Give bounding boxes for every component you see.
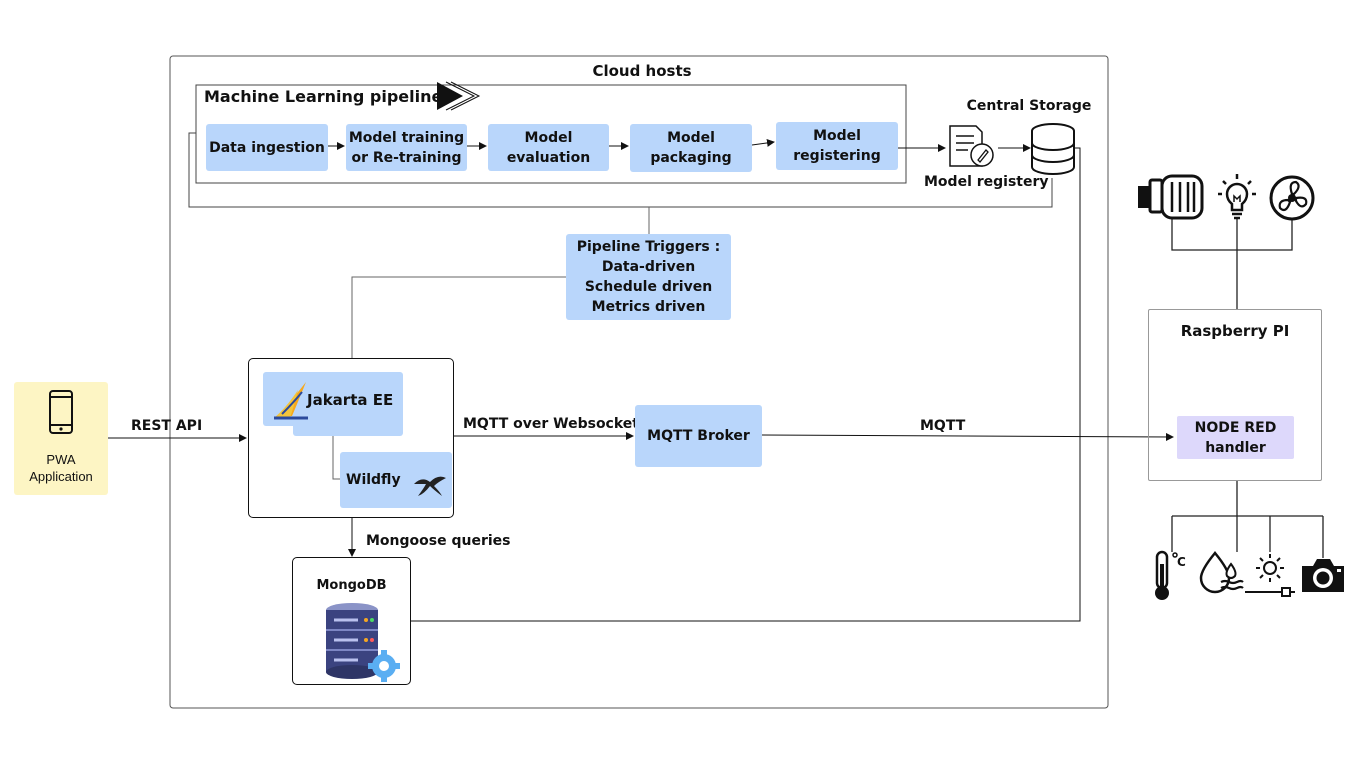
raspberry-pi-title: Raspberry PI <box>1180 322 1290 340</box>
ml-pipeline-frame <box>195 84 907 184</box>
step-label: Model packaging <box>650 130 732 166</box>
trigger-metrics-driven: Metrics driven <box>591 299 706 315</box>
triggers-heading: Pipeline Triggers : <box>576 239 721 255</box>
camera-icon <box>1302 559 1344 592</box>
wildfly-icon <box>414 476 446 496</box>
mongodb-label: MongoDB <box>316 578 387 593</box>
pipeline-triggers-box: Pipeline Triggers : Data-driven Schedule… <box>566 234 731 320</box>
actuator-bus <box>1171 218 1293 309</box>
step-model-evaluation: Model evaluation <box>488 124 609 171</box>
ml-pipeline-title: Machine Learning pipeline <box>204 87 443 106</box>
light-bulb-icon <box>1218 174 1256 220</box>
light-sensor-icon <box>1245 554 1295 597</box>
model-registry-icon <box>949 125 994 167</box>
model-registry-label: Model registery <box>924 174 1049 190</box>
pwa-application-box <box>14 382 108 495</box>
mqtt-broker-box: MQTT Broker <box>635 405 762 467</box>
mqtt-broker-label: MQTT Broker <box>647 428 750 444</box>
step-model-packaging: Model packaging <box>630 124 752 172</box>
node-red-handler-box: NODE RED handler <box>1177 416 1294 459</box>
backend-container <box>248 358 454 518</box>
mqtt-label: MQTT <box>920 418 966 434</box>
cloud-hosts-title: Cloud hosts <box>592 62 692 80</box>
smartphone-icon <box>49 390 73 434</box>
step-label: Model evaluation <box>506 129 591 166</box>
pump-motor-icon <box>1138 174 1204 220</box>
raspberry-pi-box <box>1148 309 1322 481</box>
pipeline-chevrons-icon <box>437 81 481 111</box>
sensor-bus <box>1171 481 1324 558</box>
mongodb-server-icon <box>326 603 400 682</box>
step-model-training: Model training or Re-training <box>346 124 467 171</box>
humidity-icon <box>1199 551 1244 594</box>
svg-text:C: C <box>1177 555 1186 569</box>
database-storage-icon <box>1031 123 1075 175</box>
jakarta-sail-icon <box>274 382 308 420</box>
step-data-ingestion: Data ingestion <box>206 124 328 171</box>
jakarta-ee-box <box>293 372 403 436</box>
thermometer-celsius-icon: C <box>1155 550 1186 600</box>
step-model-registering: Model registering <box>776 122 898 170</box>
trigger-data-driven: Data-driven <box>601 259 696 275</box>
mqtt-over-websocket-label: MQTT over Websocket <box>463 416 639 432</box>
step-label: Model training or Re-training <box>348 129 465 166</box>
node-red-label: NODE RED handler <box>1194 419 1277 456</box>
mongodb-box <box>292 557 411 685</box>
pipeline-outer-loop <box>188 132 1053 208</box>
edge-mqtt <box>761 432 1174 441</box>
step-label: Data ingestion <box>209 139 325 156</box>
step-label: Model registering <box>793 128 881 164</box>
pwa-label: PWA Application <box>29 452 93 484</box>
edge-pack-register <box>751 138 775 147</box>
edge-triggers-backend <box>351 276 566 358</box>
central-storage-title: Central Storage <box>966 98 1092 114</box>
wildfly-label: Wildfly <box>346 472 401 488</box>
rest-api-label: REST API <box>131 418 203 434</box>
cloud-hosts-frame <box>169 55 1109 709</box>
jakarta-ee-label: Jakarta EE <box>307 391 394 409</box>
fan-icon <box>1269 175 1315 221</box>
edge-jakarta-wildfly <box>332 427 340 480</box>
edge-mongo-storage <box>411 147 1081 622</box>
trigger-schedule-driven: Schedule driven <box>584 279 713 295</box>
mongoose-queries-label: Mongoose queries <box>366 533 511 549</box>
